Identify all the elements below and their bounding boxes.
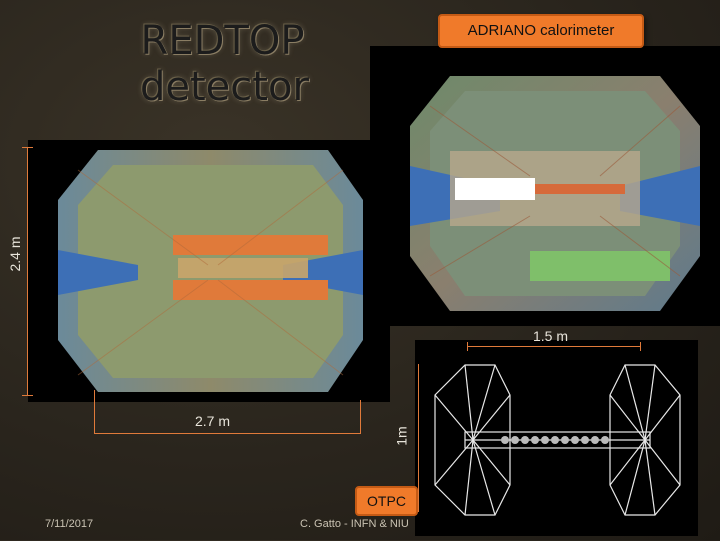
- adriano-detector-image: [370, 46, 720, 326]
- length-dimension-line: [94, 433, 360, 434]
- height-dimension-label: 2.4 m: [7, 236, 23, 272]
- otpc-length-tick-left: [467, 342, 468, 351]
- otpc-height-dimension-line: [418, 364, 419, 512]
- redtop-detector-render: [58, 150, 363, 392]
- length-dimension-label: 2.7 m: [195, 413, 231, 429]
- height-dimension-line: [27, 147, 28, 395]
- otpc-wireframe-render: [434, 364, 681, 516]
- height-dimension-tick-bottom: [22, 395, 33, 396]
- slide-title: REDTOP detector: [140, 18, 309, 110]
- otpc-callout: OTPC: [355, 486, 418, 516]
- length-dimension-tick-left: [94, 390, 95, 434]
- footer-author: C. Gatto - INFN & NIU: [300, 518, 409, 530]
- otpc-height-dimension-label: 1m: [393, 426, 410, 446]
- height-dimension-tick-top: [22, 147, 33, 148]
- footer-date: 7/11/2017: [45, 518, 94, 530]
- length-dimension-tick-right: [360, 400, 361, 434]
- otpc-wireframe-image: [415, 340, 698, 536]
- otpc-length-dimension-line: [467, 346, 640, 347]
- otpc-length-dimension-label: 1.5 m: [533, 328, 569, 344]
- adriano-calorimeter-callout: ADRIANO calorimeter: [438, 14, 644, 48]
- title-line-1: REDTOP: [140, 18, 305, 64]
- otpc-length-tick-right: [640, 342, 641, 351]
- title-line-2: detector: [140, 64, 309, 110]
- adriano-detector-render: [410, 76, 700, 311]
- redtop-detector-image: [28, 140, 390, 402]
